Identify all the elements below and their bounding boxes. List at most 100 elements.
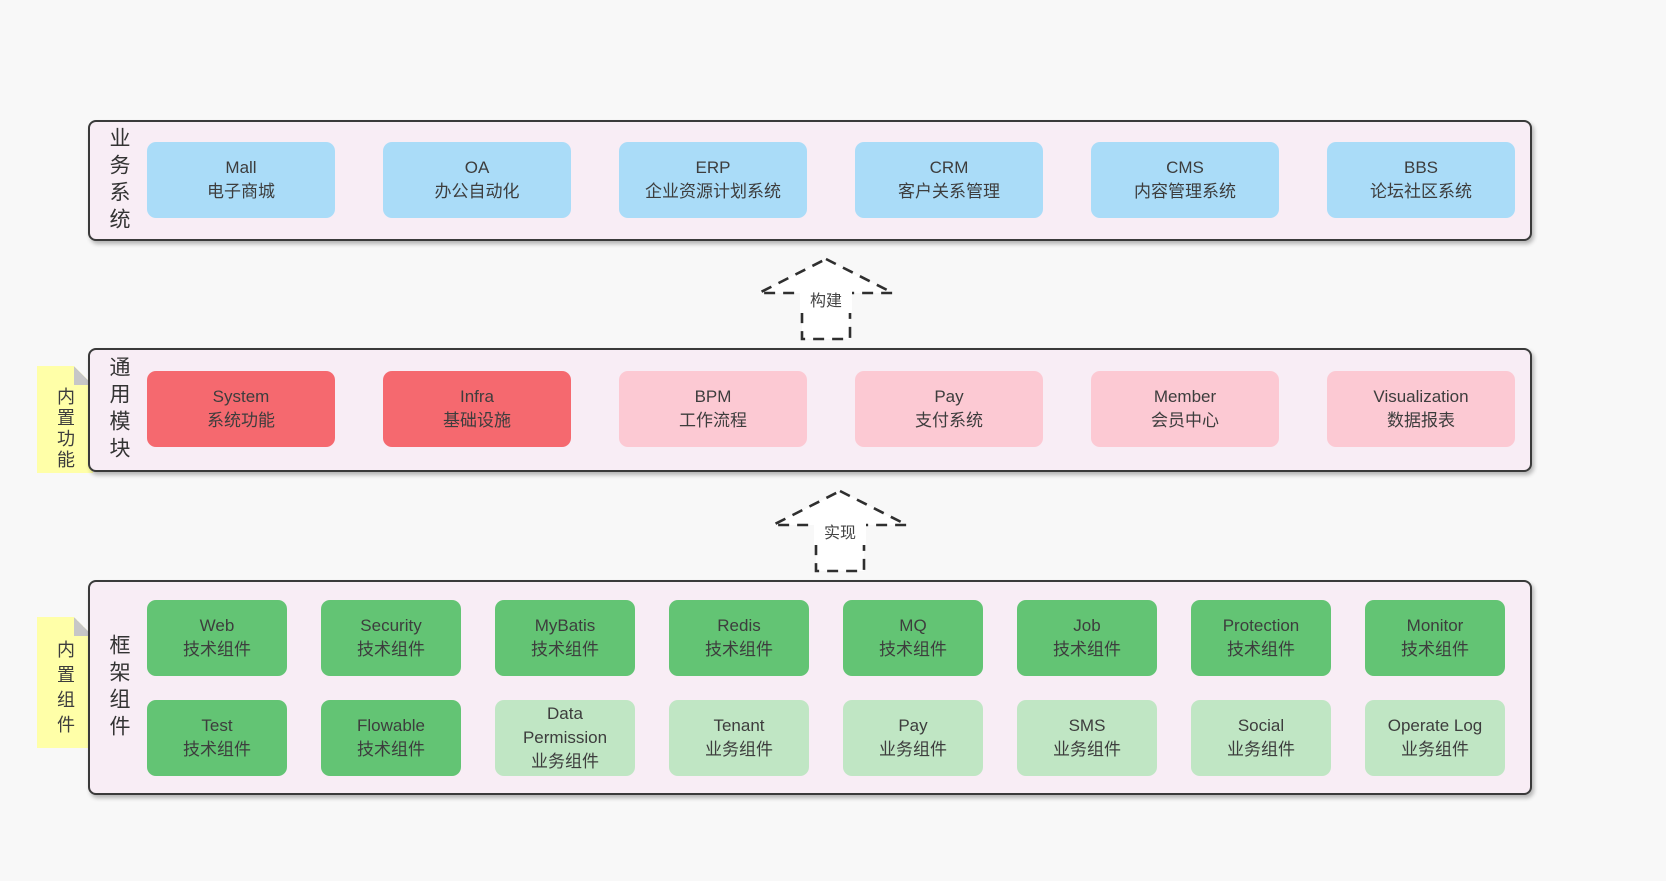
sticky-note-built-in-features: 内置功能 [37, 366, 93, 473]
box-name: Protection [1222, 616, 1300, 635]
box-desc: 电子商城 [207, 182, 275, 201]
box-name: BPM [694, 387, 732, 406]
modules-box-row: System 系统功能 Infra 基础设施 BPM 工作流程 Pay 支付系统… [147, 371, 1515, 447]
box-desc: 技术组件 [357, 640, 425, 659]
box-name: Pay [898, 716, 928, 735]
box-name: Redis [717, 616, 761, 635]
box-bbs: BBS 论坛社区系统 [1327, 142, 1515, 218]
arrow-label-bg [814, 519, 866, 545]
box-web: Web 技术组件 [147, 600, 287, 676]
box-member: Member 会员中心 [1091, 371, 1279, 447]
box-name: MQ [899, 616, 927, 635]
sticky-note-label: 内置组件 [55, 640, 75, 740]
box-visualization: Visualization 数据报表 [1327, 371, 1515, 447]
arrow-implement: 实现 [772, 489, 908, 573]
box-desc: 支付系统 [915, 411, 983, 430]
box-desc: 业务组件 [705, 740, 773, 759]
box-name: Job [1073, 616, 1101, 635]
box-mall: Mall 电子商城 [147, 142, 335, 218]
box-crm: CRM 客户关系管理 [855, 142, 1043, 218]
box-desc: 技术组件 [183, 640, 251, 659]
box-name: OA [464, 158, 490, 177]
arrow-label: 构建 [810, 292, 842, 310]
box-system: System 系统功能 [147, 371, 335, 447]
box-desc: 业务组件 [1227, 740, 1295, 759]
layer-business-systems: 业务系统 Mall 电子商城 OA 办公自动化 ERP 企业资源计划系统 CRM… [88, 120, 1532, 241]
box-data-permission: Data Permission 业务组件 [495, 700, 635, 776]
box-desc: 办公自动化 [434, 182, 520, 201]
box-job: Job 技术组件 [1017, 600, 1157, 676]
box-desc: 数据报表 [1387, 411, 1455, 430]
box-name: Data Permission [522, 704, 608, 747]
box-name: Flowable [356, 716, 426, 735]
box-operate-log: Operate Log 业务组件 [1365, 700, 1505, 776]
box-name: Mall [225, 158, 257, 177]
box-desc: 技术组件 [1053, 640, 1121, 659]
box-name: Member [1153, 387, 1217, 406]
box-protection: Protection 技术组件 [1191, 600, 1331, 676]
sticky-note-label: 内置功能 [55, 387, 75, 471]
layer-common-modules: 通用模块 System 系统功能 Infra 基础设施 BPM 工作流程 Pay… [88, 348, 1532, 472]
box-desc: 业务组件 [1053, 740, 1121, 759]
components-box-row-2: Test 技术组件 Flowable 技术组件 Data Permission … [147, 700, 1505, 776]
box-bpm: BPM 工作流程 [619, 371, 807, 447]
box-infra: Infra 基础设施 [383, 371, 571, 447]
box-oa: OA 办公自动化 [383, 142, 571, 218]
box-test: Test 技术组件 [147, 700, 287, 776]
box-name: CRM [929, 158, 969, 177]
layer-label: 业务系统 [107, 126, 130, 235]
box-desc: 系统功能 [207, 411, 275, 430]
box-name: Web [199, 616, 235, 635]
box-name: Tenant [713, 716, 765, 735]
box-desc: 工作流程 [679, 411, 747, 430]
box-name: CMS [1166, 158, 1204, 177]
box-erp: ERP 企业资源计划系统 [619, 142, 807, 218]
box-desc: 业务组件 [1401, 740, 1469, 759]
box-desc: 技术组件 [705, 640, 773, 659]
box-flowable: Flowable 技术组件 [321, 700, 461, 776]
arrow-build: 构建 [758, 257, 894, 341]
box-desc: 技术组件 [357, 740, 425, 759]
layer-label: 框架组件 [107, 633, 130, 742]
box-desc: 论坛社区系统 [1370, 182, 1472, 201]
box-desc: 技术组件 [183, 740, 251, 759]
box-name: BBS [1403, 158, 1439, 177]
box-desc: 会员中心 [1151, 411, 1219, 430]
box-pay-component: Pay 业务组件 [843, 700, 983, 776]
box-desc: 技术组件 [1227, 640, 1295, 659]
box-name: Monitor [1406, 616, 1464, 635]
box-name: Test [201, 716, 233, 735]
box-name: Security [360, 616, 422, 635]
box-name: SMS [1068, 716, 1106, 735]
arrow-label-bg [800, 287, 852, 313]
box-pay-system: Pay 支付系统 [855, 371, 1043, 447]
box-name: Social [1237, 716, 1285, 735]
box-redis: Redis 技术组件 [669, 600, 809, 676]
components-box-row-1: Web 技术组件 Security 技术组件 MyBatis 技术组件 Redi… [147, 600, 1505, 676]
box-desc: 技术组件 [879, 640, 947, 659]
box-desc: 企业资源计划系统 [645, 182, 781, 201]
sticky-note-built-in-components: 内置组件 [37, 617, 93, 748]
box-monitor: Monitor 技术组件 [1365, 600, 1505, 676]
box-social: Social 业务组件 [1191, 700, 1331, 776]
box-mq: MQ 技术组件 [843, 600, 983, 676]
box-name: Pay [934, 387, 964, 406]
box-name: System [212, 387, 270, 406]
box-name: ERP [695, 158, 731, 177]
box-desc: 业务组件 [879, 740, 947, 759]
box-name: MyBatis [534, 616, 596, 635]
box-mybatis: MyBatis 技术组件 [495, 600, 635, 676]
box-desc: 技术组件 [1401, 640, 1469, 659]
box-desc: 客户关系管理 [898, 182, 1000, 201]
box-tenant: Tenant 业务组件 [669, 700, 809, 776]
box-name: Visualization [1373, 387, 1469, 406]
box-sms: SMS 业务组件 [1017, 700, 1157, 776]
layer-framework-components: 框架组件 Web 技术组件 Security 技术组件 MyBatis 技术组件… [88, 580, 1532, 795]
box-desc: 业务组件 [531, 752, 599, 771]
box-desc: 内容管理系统 [1134, 182, 1236, 201]
arrow-label: 实现 [824, 524, 856, 542]
box-cms: CMS 内容管理系统 [1091, 142, 1279, 218]
box-desc: 基础设施 [443, 411, 511, 430]
box-name: Infra [459, 387, 495, 406]
